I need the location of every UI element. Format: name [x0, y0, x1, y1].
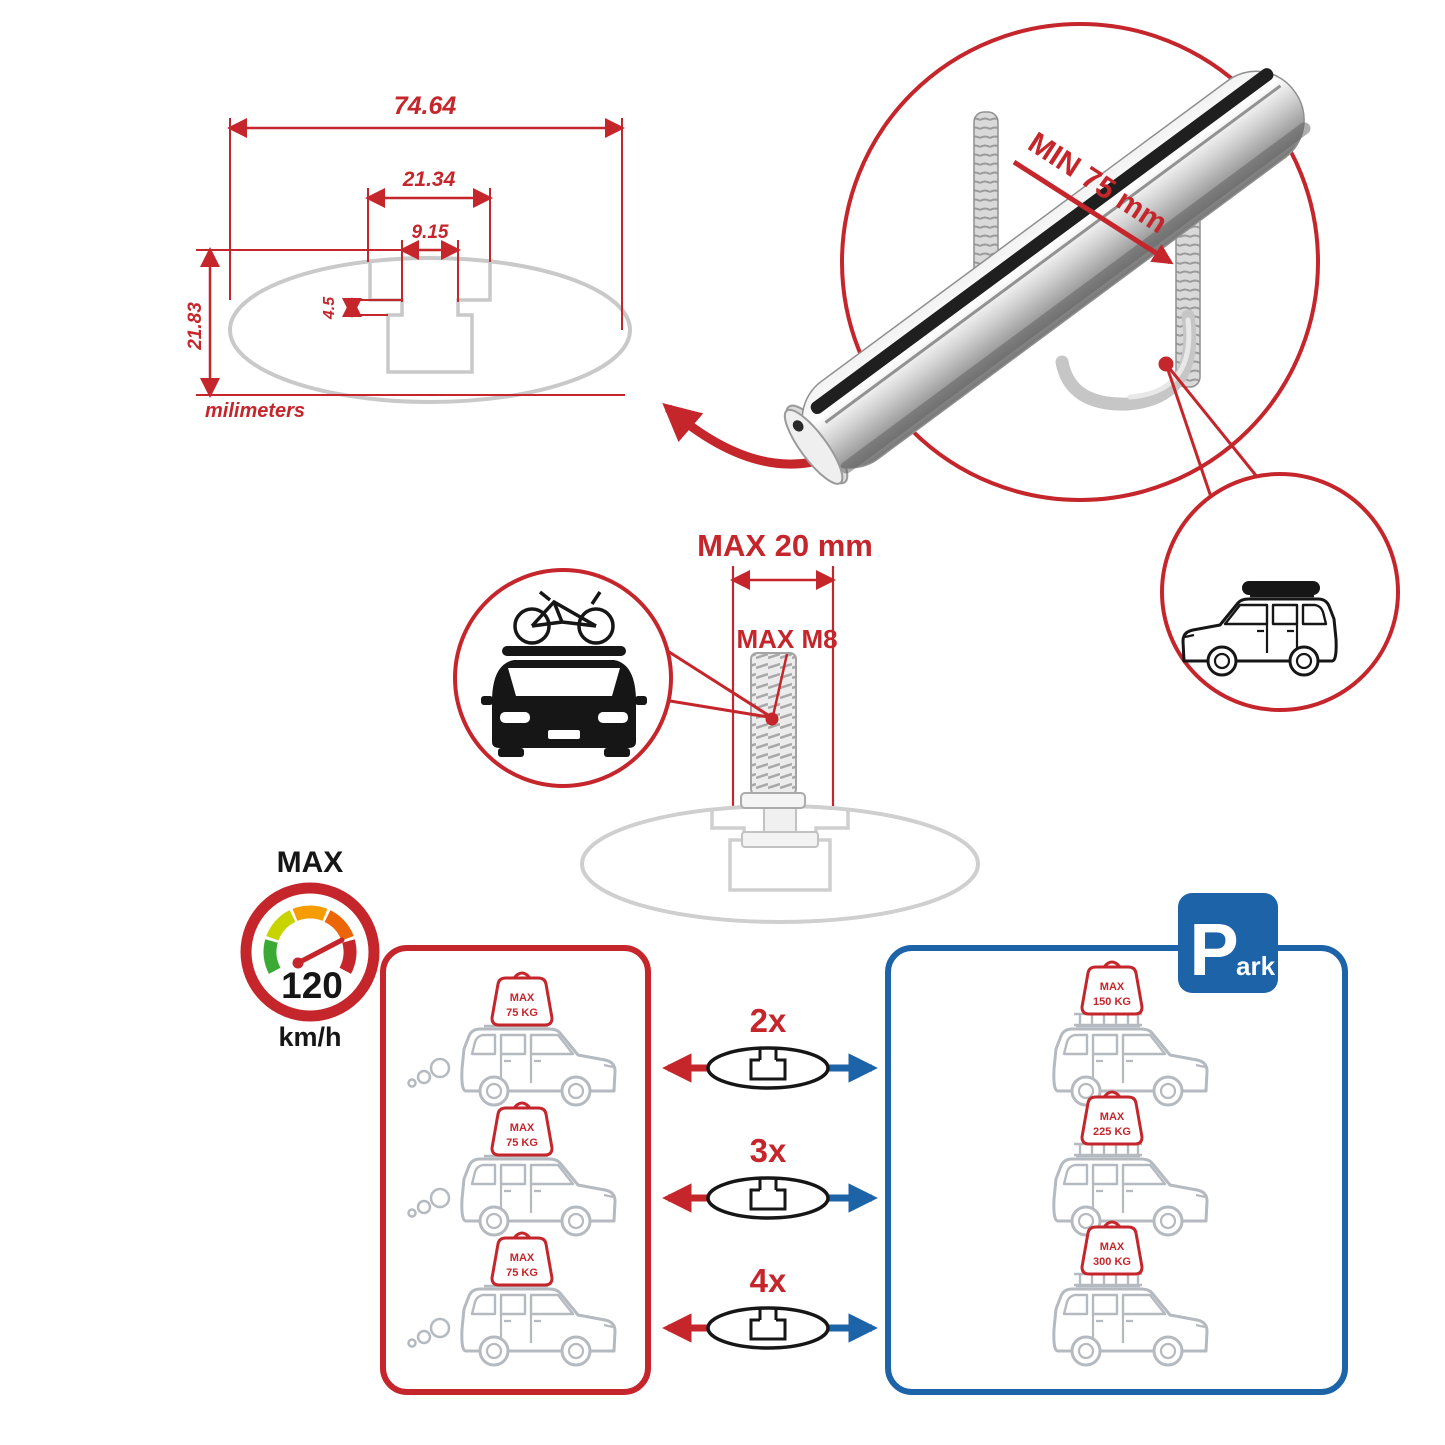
speed-max-label: MAX: [277, 846, 344, 879]
bar-to-car-callout-lines: [1164, 363, 1260, 501]
multiplier-label: 3x: [750, 1132, 787, 1169]
tag-load-value: 225 KG: [1093, 1126, 1131, 1138]
callout-dot: [1158, 356, 1174, 372]
roof-box-icon: [1242, 581, 1320, 595]
units-label: milimeters: [205, 400, 305, 422]
bolt-ext-lines: [731, 566, 835, 806]
overall-width-ext-lines: [229, 118, 623, 330]
overall-height-value: 21.83: [185, 302, 206, 351]
tag-load-value: 150 KG: [1093, 996, 1131, 1008]
bolt-t-head-icon: [741, 831, 819, 848]
load-tag: MAX 300 KG: [1080, 1220, 1144, 1276]
parking-sign-board: [1178, 893, 1278, 993]
multiplier-arrows: 2x 3x 4x: [662, 1002, 878, 1350]
tag-max-label: MAX: [1100, 1241, 1125, 1253]
load-tag: MAX 150 KG: [1080, 960, 1144, 1016]
slot-depth-value: 4.5: [321, 296, 338, 320]
driving-load-panel: MAX 75 KG MAX 75 KG MAX 75 KG: [380, 945, 651, 1395]
thread-leader-line: [771, 653, 789, 717]
bike-car-callout-lines: [663, 648, 769, 719]
crossbar-profile-channel: [368, 263, 492, 374]
channel-width-value: 21.34: [402, 168, 456, 191]
crossbar-profile-ellipse: [228, 256, 632, 404]
roofbox-car-callout: [1160, 472, 1400, 712]
tag-max-label: MAX: [1100, 981, 1125, 993]
slot-width-value: 9.15: [412, 222, 449, 243]
load-tag: MAX 75 KG: [490, 971, 554, 1027]
bolt-dimension-diagram: MAX 20 mm MAX M8: [580, 528, 980, 924]
speedometer: MAX 120 km/h: [240, 846, 380, 1052]
tag-max-label: MAX: [510, 1122, 535, 1134]
parking-sign-letter: P: [1189, 908, 1238, 991]
multiplier-label: 2x: [750, 1002, 787, 1039]
tag-max-label: MAX: [510, 1252, 535, 1264]
min-spacing-arrow: [1012, 159, 1174, 265]
slot-depth-ext-lines: [344, 299, 402, 316]
bike-car-callout: [453, 568, 673, 788]
speedometer-gauge-icon: [263, 905, 357, 974]
parked-load-panel: MAX 150 KG MAX 225 KG MAX 300 KG P ark: [885, 893, 1348, 1395]
parking-sign-rest: ark: [1236, 951, 1276, 981]
crossbar-section-icon: [706, 1176, 830, 1220]
u-bolt-strap-highlight: [1127, 317, 1192, 400]
profile-channel: [710, 810, 850, 892]
slot-width-ext-lines: [196, 240, 459, 302]
load-tag: MAX 75 KG: [490, 1231, 554, 1287]
overall-width-value: 74.64: [394, 92, 457, 120]
thread-callout-dot: [765, 712, 779, 726]
speedometer-needle: [293, 937, 345, 967]
car-front-icon: [481, 646, 647, 757]
max-thread-label: MAX M8: [736, 624, 837, 654]
crossbar-cross-section-diagram: 74.64 21.34 9.15 4.5 21.83 milimeters: [185, 92, 632, 422]
speedometer-pivot: [292, 957, 304, 969]
tag-load-value: 300 KG: [1093, 1256, 1131, 1268]
multiplier-label: 4x: [750, 1262, 787, 1299]
crossbar-photo-callout: MIN 75 mm: [783, 22, 1320, 502]
tag-load-value: 75 KG: [506, 1267, 538, 1279]
tag-load-value: 75 KG: [506, 1007, 538, 1019]
bolt-shank-icon: [763, 805, 797, 835]
crossbar-section-icon: [706, 1306, 830, 1350]
tag-max-label: MAX: [1100, 1111, 1125, 1123]
speed-units: km/h: [278, 1022, 341, 1052]
bicycle-icon: [513, 590, 615, 645]
tag-load-value: 75 KG: [506, 1137, 538, 1149]
bolt-collar-icon: [740, 792, 806, 809]
load-tag: MAX 225 KG: [1080, 1090, 1144, 1146]
tag-max-label: MAX: [510, 992, 535, 1004]
load-tag: MAX 75 KG: [490, 1101, 554, 1157]
aluminum-crossbar-icon: [783, 68, 1311, 485]
parking-sign: P ark: [1178, 893, 1278, 993]
speed-value: 120: [281, 965, 343, 1006]
crossbar-section-icon: [706, 1046, 830, 1090]
max-length-label: MAX 20 mm: [697, 528, 873, 563]
